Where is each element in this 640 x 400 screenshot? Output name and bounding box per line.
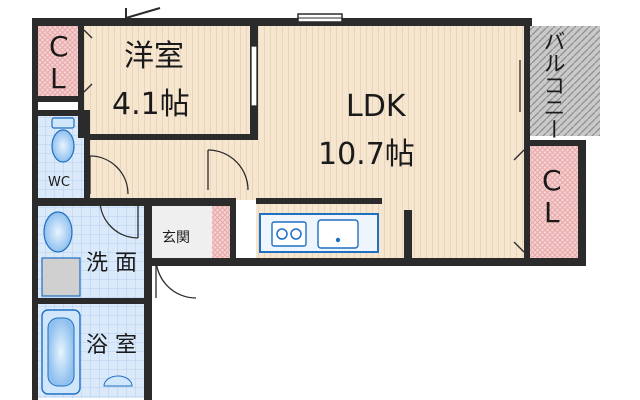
closet-left-line1: C xyxy=(49,30,69,63)
western-room-floor xyxy=(84,26,254,136)
door-swings xyxy=(83,29,525,299)
kitchen-counter xyxy=(259,213,379,253)
western-room-name: 洋室 xyxy=(124,39,184,74)
balcony-name: バルコニー xyxy=(540,30,565,140)
closet-right-floor xyxy=(528,146,578,258)
closet-right-line1: C xyxy=(542,164,562,197)
entrance-floor xyxy=(150,206,212,258)
ldk-name: LDK xyxy=(346,89,407,124)
western-room-size: 4.1帖 xyxy=(112,87,190,122)
wash-basin xyxy=(43,211,73,253)
wc-name: WC xyxy=(48,175,70,190)
western-window xyxy=(125,7,161,22)
washroom-name: 洗 面 xyxy=(86,251,137,276)
ldk-size: 10.7帖 xyxy=(318,137,415,172)
closet-left-line2: L xyxy=(50,62,66,95)
entrance-name: 玄関 xyxy=(162,229,190,246)
hall-floor xyxy=(84,138,256,200)
bathtub xyxy=(41,309,81,395)
closet-right-line2: L xyxy=(544,196,560,229)
washing-machine-pan xyxy=(41,257,81,297)
top-window xyxy=(297,13,343,23)
bath-fixture xyxy=(103,375,133,387)
balcony-floor xyxy=(530,26,600,136)
entrance-step xyxy=(212,206,230,258)
toilet xyxy=(51,117,75,163)
closet-left-floor xyxy=(38,26,82,98)
bathroom-name: 浴 室 xyxy=(86,333,137,358)
